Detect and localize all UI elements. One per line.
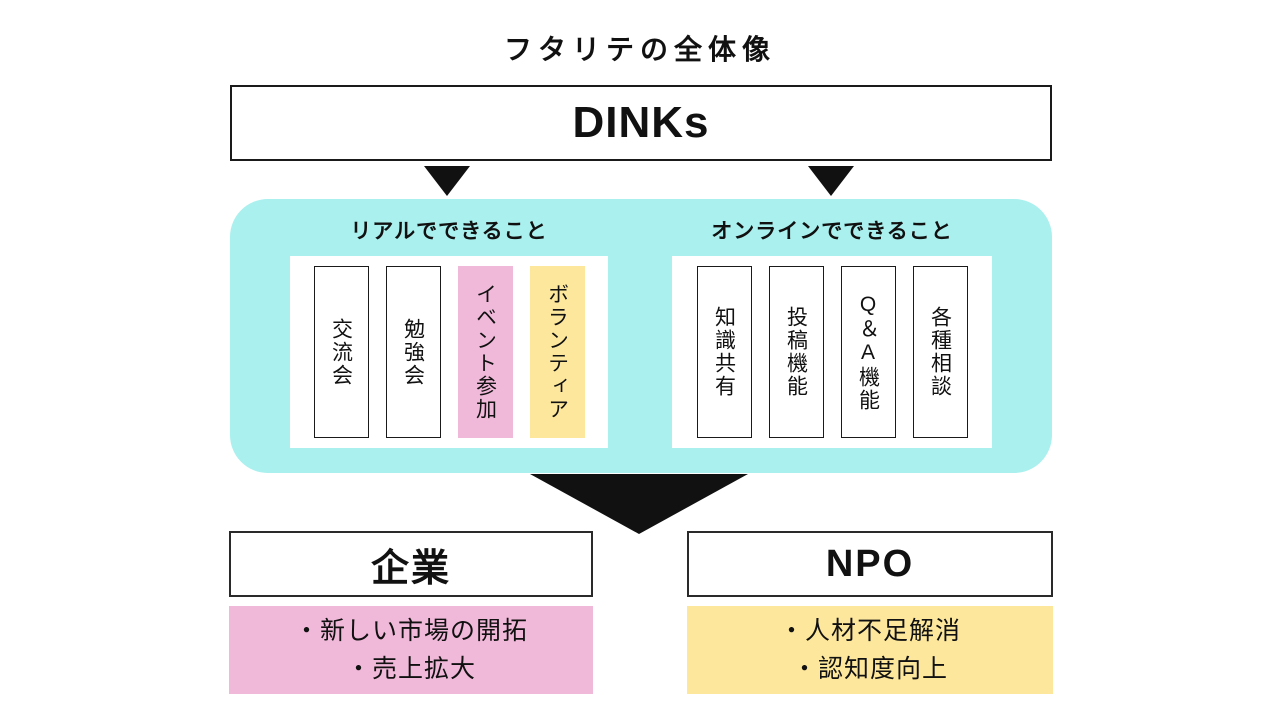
online-section-panel: 知識共有 投稿機能 Q＆A機能 各種相談 [672, 256, 992, 448]
real-section-panel: 交流会 勉強会 イベント参加 ボランティア [290, 256, 608, 448]
company-label: 企業 [370, 547, 451, 590]
arrow-down-right-icon [808, 166, 854, 196]
online-item-label: Q＆A機能 [856, 292, 880, 412]
company-box: 企業 [229, 531, 593, 597]
company-benefit-line: ・新しい市場の開拓 [293, 617, 528, 645]
online-section-title: オンラインでできること [711, 220, 953, 243]
real-item-volunteer: ボランティア [529, 266, 585, 438]
real-item-label: 勉強会 [401, 317, 425, 387]
capability-container: リアルでできること オンラインでできること 交流会 勉強会 イベント参加 ボラン… [230, 199, 1052, 473]
dinks-label: DINKs [572, 98, 710, 147]
online-item-post: 投稿機能 [768, 266, 824, 438]
npo-benefit-line: ・人材不足解消 [778, 617, 961, 645]
real-item-label: イベント参加 [473, 283, 497, 421]
real-item-event: イベント参加 [457, 266, 513, 438]
online-item-knowledge: 知識共有 [696, 266, 752, 438]
npo-benefits-box: ・人材不足解消 ・認知度向上 [687, 606, 1053, 694]
arrow-down-big-icon [530, 474, 748, 534]
page-title: フタリテの全体像 [503, 34, 776, 65]
online-item-label: 各種相談 [928, 306, 952, 398]
real-item-study: 勉強会 [385, 266, 441, 438]
arrow-down-left-icon [424, 166, 470, 196]
company-benefit-line: ・売上拡大 [345, 655, 476, 683]
online-item-qa: Q＆A機能 [840, 266, 896, 438]
npo-box: NPO [687, 531, 1053, 597]
company-benefits-box: ・新しい市場の開拓 ・売上拡大 [229, 606, 593, 694]
online-item-label: 知識共有 [712, 306, 736, 398]
real-section-title: リアルでできること [350, 220, 548, 243]
npo-label: NPO [825, 542, 915, 585]
dinks-box: DINKs [230, 85, 1052, 161]
online-item-consult: 各種相談 [912, 266, 968, 438]
real-item-label: 交流会 [329, 317, 353, 387]
real-item-label: ボランティア [545, 283, 569, 421]
online-item-label: 投稿機能 [784, 306, 808, 398]
real-item-exchange: 交流会 [313, 266, 369, 438]
npo-benefit-line: ・認知度向上 [791, 655, 948, 683]
